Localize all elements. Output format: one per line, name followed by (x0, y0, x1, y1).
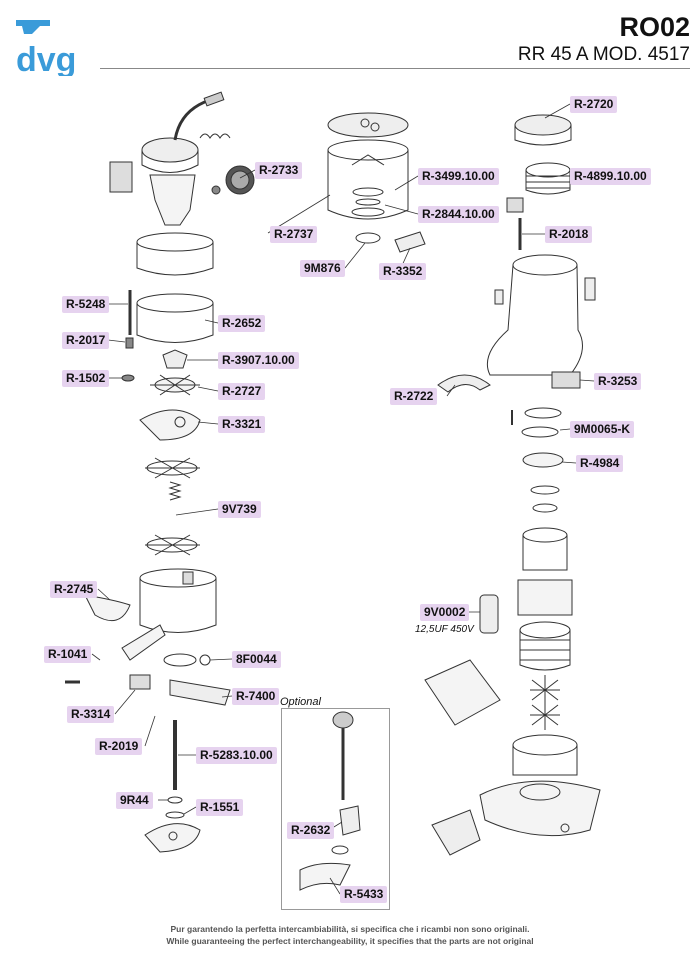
part-label-r2737: R-2737 (270, 226, 318, 243)
container-tower (327, 112, 426, 253)
doser-mechanism (65, 653, 231, 706)
horseshoe-spacer (437, 374, 491, 393)
part-label-r2017: R-2017 (62, 332, 110, 349)
clamp-ring (522, 452, 564, 468)
part-label-r3907: R-3907.10.00 (218, 352, 299, 369)
shutter-plate (139, 409, 201, 441)
capacitor (479, 594, 499, 634)
part-label-r2652: R-2652 (218, 315, 266, 332)
footer-note-english: While guaranteeing the perfect interchan… (166, 936, 534, 946)
optional-caption: Optional (280, 696, 321, 708)
distributor-star (150, 374, 200, 396)
header-divider (100, 68, 690, 69)
part-label-9m0065k: 9M0065-K (570, 421, 635, 438)
part-label-r2733: R-2733 (255, 162, 303, 179)
bottom-cam (144, 823, 201, 853)
hopper-cylinder (136, 293, 214, 343)
part-label-r2019: R-2019 (95, 738, 143, 755)
top-adjustment-ring (514, 114, 572, 146)
doser-body (139, 568, 217, 633)
spring (168, 481, 182, 501)
part-label-r5433: R-5433 (340, 886, 388, 903)
switch-and-screw (506, 197, 524, 250)
part-label-r5248: R-5248 (62, 296, 110, 313)
main-body (486, 254, 596, 376)
part-label-r2745: R-2745 (50, 581, 98, 598)
hopper-assembly (109, 91, 231, 226)
burr-carrier (522, 485, 568, 571)
part-label-r1041: R-1041 (44, 646, 92, 663)
doser-arm (84, 594, 166, 661)
fan (530, 675, 560, 730)
gear-wheel (225, 165, 255, 195)
footer-note-italian: Pur garantendo la perfetta intercambiabi… (170, 924, 530, 934)
capacitor-rating: 12,5UF 450V (415, 624, 474, 635)
model-name: RR 45 A MOD. 4517 (517, 44, 690, 65)
part-label-r3253: R-3253 (594, 373, 642, 390)
part-label-r2727: R-2727 (218, 383, 266, 400)
logo-text: dvg (16, 41, 76, 76)
model-code: RO02 (619, 12, 690, 42)
part-label-9v0002: 9V0002 (420, 604, 470, 621)
bearing-set (511, 407, 562, 438)
part-label-8f0044: 8F0044 (232, 651, 281, 668)
lower-star (145, 534, 200, 556)
part-label-r1502: R-1502 (62, 370, 110, 387)
part-label-r2632: R-2632 (287, 822, 335, 839)
part-label-9r44: 9R44 (116, 792, 153, 809)
dvg-logo: dvg (10, 16, 100, 79)
part-label-r2720: R-2720 (570, 96, 618, 113)
upper-star (145, 457, 200, 479)
optional-parts (299, 711, 361, 891)
base (431, 734, 601, 856)
part-label-9v739: 9V739 (218, 501, 261, 518)
part-label-r2018: R-2018 (545, 226, 593, 243)
bin-ring (136, 232, 214, 276)
part-label-r3352: R-3352 (379, 263, 427, 280)
part-label-r2844: R-2844.10.00 (418, 206, 499, 223)
shaft (165, 720, 185, 819)
part-label-r5283: R-5283.10.00 (196, 747, 277, 764)
part-label-r7400: R-7400 (232, 688, 280, 705)
part-label-r4899: R-4899.10.00 (570, 168, 651, 185)
motor-stack (517, 579, 573, 671)
part-label-r3499: R-3499.10.00 (418, 168, 499, 185)
circuit-board (424, 659, 501, 726)
left-small-parts (121, 290, 188, 382)
threaded-ring (525, 162, 571, 195)
part-label-9m876: 9M876 (300, 260, 345, 277)
switch-block (551, 371, 581, 389)
optional-parts-box (281, 708, 390, 910)
part-label-r3314: R-3314 (67, 706, 115, 723)
part-label-r2722: R-2722 (390, 388, 438, 405)
part-label-r1551: R-1551 (196, 799, 244, 816)
part-label-r3321: R-3321 (218, 416, 266, 433)
part-label-r4984: R-4984 (576, 455, 624, 472)
